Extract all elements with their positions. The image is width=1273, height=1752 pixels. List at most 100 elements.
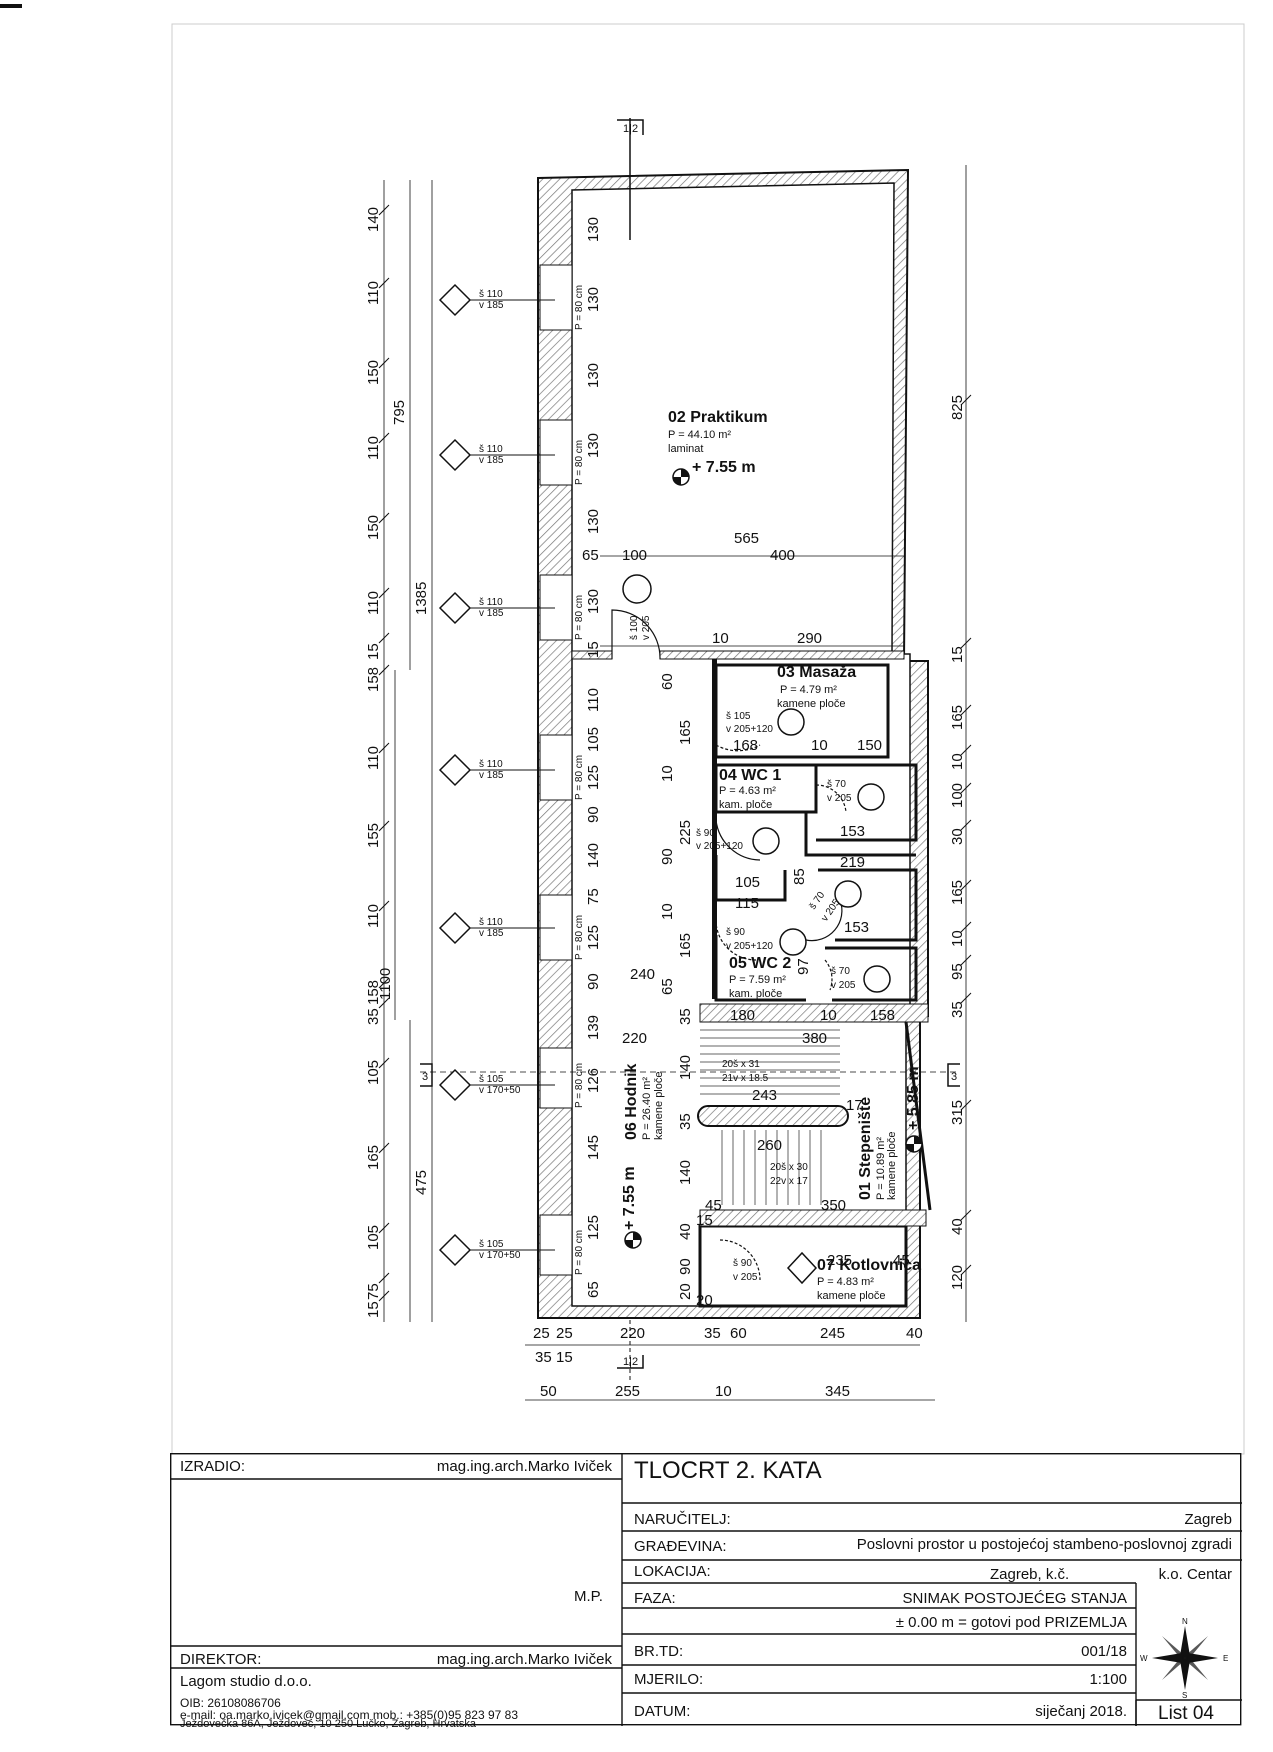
- parapet-height: P = 80 cm: [574, 595, 585, 640]
- room-name-wc2: 05 WC 2: [729, 955, 791, 972]
- window-height: v 185: [479, 928, 504, 939]
- door-wc1-in-w: š 90: [696, 828, 715, 839]
- window-height: v 170+50: [479, 1250, 521, 1261]
- door-praktikum-h: v 205: [641, 615, 652, 640]
- dimension-value: 290: [797, 630, 822, 647]
- room-floor-stepeniste: kamene ploče: [886, 1132, 898, 1201]
- dimension-value: 15: [585, 641, 602, 658]
- room-floor-kotlovnica: kamene ploče: [817, 1290, 886, 1302]
- dimension-value: 225: [677, 820, 694, 845]
- dimension-value: 85: [791, 868, 808, 885]
- window-height: v 185: [479, 300, 504, 311]
- dimension-tick: [378, 820, 390, 832]
- gradevina-label: GRAĐEVINA:: [634, 1538, 727, 1555]
- dimension-value: 35: [535, 1349, 552, 1366]
- dimension-value: 65: [585, 1281, 602, 1298]
- dimension-tick: [378, 1142, 390, 1154]
- stair-lower-a: 20š x 30: [770, 1162, 808, 1173]
- dimension-tick: [960, 1099, 972, 1111]
- dimension-value: 17: [846, 1097, 863, 1114]
- dimension-tick: [960, 819, 972, 831]
- dimension-value: 165: [949, 880, 966, 905]
- dimension-value: 165: [677, 720, 694, 745]
- brtd-value: 001/18: [1081, 1643, 1127, 1660]
- company-address: Ježdovečka 86A, Ježdovec, 10 250 Lučko, …: [180, 1718, 476, 1730]
- room-area-kotlovnica: P = 4.83 m²: [817, 1276, 874, 1288]
- dimension-tick: [960, 744, 972, 756]
- dimension-tick: [378, 742, 390, 754]
- dimension-value: 95: [949, 963, 966, 980]
- level-praktikum: + 7.55 m: [692, 459, 756, 476]
- dimension-value: 110: [365, 281, 382, 305]
- dimension-value: 35: [677, 1113, 694, 1130]
- room-area-wc2: P = 7.59 m²: [729, 974, 786, 986]
- compass-e: E: [1223, 1654, 1228, 1663]
- window-height: v 185: [479, 770, 504, 781]
- dimension-value: 15: [556, 1349, 573, 1366]
- parapet-height: P = 80 cm: [574, 1063, 585, 1108]
- dimension-value: 130: [585, 509, 602, 534]
- direktor-label: DIREKTOR:: [180, 1651, 262, 1668]
- parapet-height: P = 80 cm: [574, 755, 585, 800]
- room-name-kotlovnica: 07 Kotlovnica: [817, 1257, 921, 1274]
- dimension-value: 40: [949, 1218, 966, 1235]
- lokacija-value: Zagreb, k.č.: [990, 1566, 1070, 1583]
- dimension-value: 10: [712, 630, 729, 647]
- room-labels: 02 Praktikum P = 44.10 m² laminat + 7.55…: [621, 409, 922, 1302]
- dimension-tick: [960, 921, 972, 933]
- narucitelj-value: Zagreb: [1184, 1511, 1232, 1528]
- dimension-value: 126: [585, 1068, 602, 1093]
- dimension-value: 140: [677, 1160, 694, 1185]
- dimension-value: 45: [893, 1252, 910, 1269]
- dimension-tick: [378, 587, 390, 599]
- dimension-value: 220: [620, 1325, 645, 1342]
- room-area-masaza: P = 4.79 m²: [780, 684, 837, 696]
- level-markers: [624, 468, 923, 1249]
- dimension-value: 140: [677, 1055, 694, 1080]
- datum-value: siječanj 2018.: [1035, 1703, 1127, 1720]
- dimension-value: 15: [949, 646, 966, 663]
- dimension-value: 825: [949, 395, 966, 420]
- faza-value: SNIMAK POSTOJEĆEG STANJA: [902, 1590, 1128, 1607]
- dimension-value: 150: [365, 360, 382, 385]
- room-area-praktikum: P = 44.10 m²: [668, 429, 731, 441]
- dimension-value: 110: [365, 904, 382, 928]
- dimension-tick: [378, 1222, 390, 1234]
- dimension-value: 15: [365, 643, 382, 660]
- window-width: š 110: [479, 444, 503, 455]
- dimension-value: 110: [365, 591, 382, 615]
- parapet-labels: P = 80 cmP = 80 cmP = 80 cmP = 80 cmP = …: [574, 285, 585, 1275]
- title-block-grid: [170, 1453, 1242, 1726]
- dimension-value: 153: [844, 919, 869, 936]
- dimension-value: 105: [585, 727, 602, 752]
- stair-upper-a: 20š x 31: [722, 1059, 760, 1070]
- dimension-value: 130: [585, 589, 602, 614]
- dimension-tick: [960, 879, 972, 891]
- mp-stamp-label: M.P.: [574, 1588, 603, 1605]
- dimension-value: 30: [949, 828, 966, 845]
- dimension-total: 475: [413, 1170, 430, 1195]
- datum-label: DATUM:: [634, 1703, 691, 1720]
- dimension-value: 10: [949, 930, 966, 947]
- window-width: š 105: [479, 1074, 504, 1085]
- level-stepeniste: + 5.85 m: [905, 1066, 922, 1130]
- window-height: v 185: [479, 608, 504, 619]
- stair-upper-b: 21v x 18.5: [722, 1073, 769, 1084]
- dimension-tick: [960, 394, 972, 406]
- section-marker-top: 1|2: [623, 123, 638, 135]
- dimension-tick: [960, 1209, 972, 1221]
- room-floor-hodnik: kamene ploče: [653, 1072, 665, 1141]
- door-praktikum-w: š 100: [629, 615, 640, 640]
- window-width: š 105: [479, 1239, 504, 1250]
- mjerilo-label: MJERILO:: [634, 1671, 704, 1688]
- dimension-value: 158: [365, 980, 382, 1005]
- dimension-value: 20: [696, 1292, 713, 1309]
- room-floor-wc1: kam. ploče: [719, 799, 772, 811]
- window-height: v 185: [479, 455, 504, 466]
- dimension-value: 565: [734, 530, 759, 547]
- dimension-value: 150: [365, 515, 382, 540]
